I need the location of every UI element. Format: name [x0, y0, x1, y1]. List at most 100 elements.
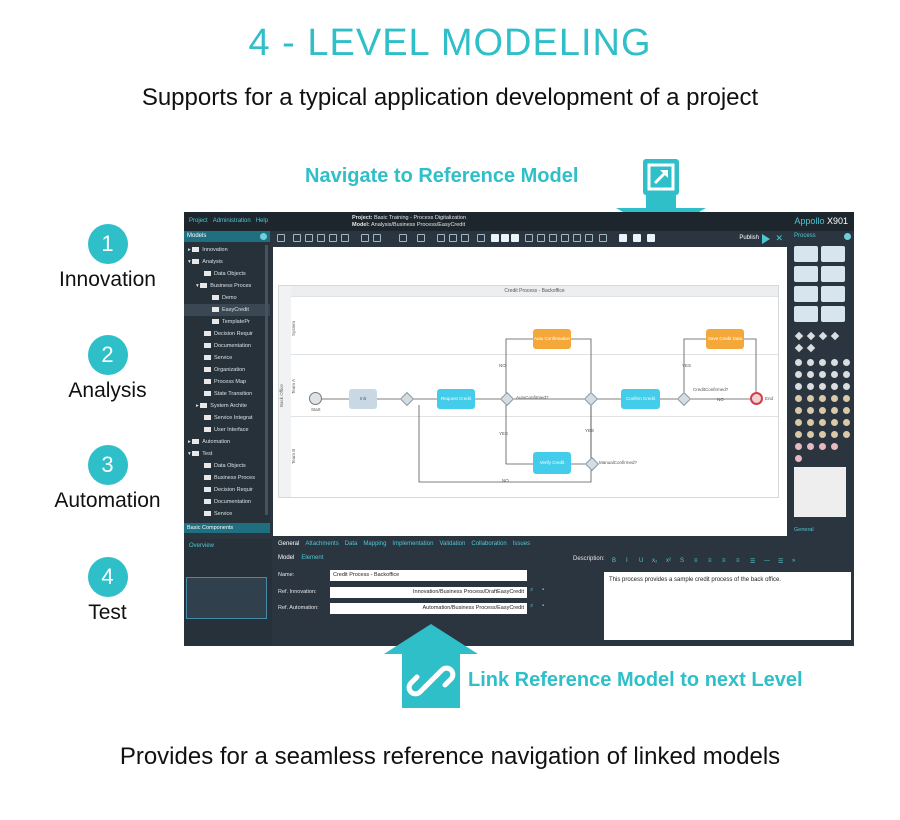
list-icon[interactable]: ☰	[750, 559, 756, 565]
palette-gateway[interactable]	[794, 343, 804, 353]
tree-item[interactable]: Data Objects	[184, 460, 270, 472]
subtab-element[interactable]: Element	[301, 555, 324, 561]
cut-icon[interactable]	[293, 234, 301, 242]
palette-event[interactable]	[831, 419, 838, 426]
align-left-icon[interactable]: ≡	[694, 558, 698, 564]
menu-administration[interactable]: Administration	[212, 218, 251, 224]
lane-team-b[interactable]	[291, 416, 778, 497]
image-icon[interactable]	[537, 234, 545, 242]
close-icon[interactable]: ✕	[775, 233, 783, 243]
menu-project[interactable]: Project	[189, 218, 208, 224]
italic-icon[interactable]: I	[626, 558, 628, 564]
task-verify-credit[interactable]: Verify Credit	[533, 452, 571, 474]
palette-task[interactable]	[821, 286, 845, 302]
palette-event[interactable]	[831, 407, 838, 414]
tree-item[interactable]: Service Integrat	[184, 412, 270, 424]
palette-event[interactable]	[795, 431, 802, 438]
palette-event[interactable]	[843, 395, 850, 402]
eraser-icon[interactable]	[619, 234, 627, 242]
ref-automation-field[interactable]: Automation/Business Process/EasyCredit	[330, 603, 527, 614]
tab-implementation[interactable]: Implementation	[392, 541, 434, 547]
tab-collaboration[interactable]: Collaboration	[471, 541, 507, 547]
subtab-model[interactable]: Model	[278, 555, 295, 561]
palette-event[interactable]	[807, 383, 814, 390]
frame-icon[interactable]	[399, 234, 407, 242]
justify-icon[interactable]: ≡	[736, 558, 740, 564]
reference-icon[interactable]	[633, 234, 641, 242]
tab-validation[interactable]: Validation	[439, 541, 466, 547]
tree-item[interactable]: Organization	[184, 364, 270, 376]
diagram-canvas[interactable]: Credit Process - Backoffice Back Office …	[273, 247, 787, 536]
palette-end-event[interactable]	[795, 443, 802, 450]
tree-item[interactable]: TemplatePr	[184, 316, 270, 328]
tree-item[interactable]: Service	[184, 352, 270, 364]
palette-event[interactable]	[843, 359, 850, 366]
tree-item[interactable]: ▾ Analysis	[188, 259, 223, 265]
search-icon[interactable]: ⌕	[530, 587, 534, 593]
tab-attachments[interactable]: Attachments	[305, 541, 339, 547]
subscript-icon[interactable]: x₂	[652, 558, 658, 564]
sidebar-scrollbar[interactable]	[265, 245, 268, 515]
tree-item[interactable]: ▸ Automation	[188, 439, 231, 445]
paste-icon[interactable]	[317, 234, 325, 242]
bpmn-pool[interactable]: Credit Process - Backoffice Back Office …	[278, 285, 779, 498]
align-center-icon[interactable]	[501, 234, 509, 242]
palette-task[interactable]	[821, 246, 845, 262]
tree-item[interactable]: User Interface	[184, 424, 270, 436]
palette-event[interactable]	[807, 359, 814, 366]
end-event[interactable]	[750, 392, 763, 405]
search-icon[interactable]: ⌕	[530, 603, 534, 609]
palette-event[interactable]	[843, 407, 850, 414]
palette-event[interactable]	[819, 359, 826, 366]
palette-pool[interactable]	[794, 467, 846, 517]
palette-event[interactable]	[819, 395, 826, 402]
tab-general[interactable]: General	[278, 541, 300, 547]
tree-item[interactable]: ▾ Test	[188, 451, 213, 457]
palette-event[interactable]	[843, 383, 850, 390]
palette-event[interactable]	[795, 383, 802, 390]
tree-item[interactable]: Documentation	[184, 340, 270, 352]
palette-event[interactable]	[831, 431, 838, 438]
palette-event[interactable]	[819, 383, 826, 390]
palette-event[interactable]	[795, 371, 802, 378]
palette-end-event[interactable]	[819, 443, 826, 450]
basic-components-tab[interactable]: Basic Components	[184, 523, 270, 533]
palette-event[interactable]	[795, 359, 802, 366]
tree-item[interactable]: ▸ Innovation	[188, 247, 228, 253]
collapse-icon[interactable]	[844, 233, 851, 240]
bold-icon[interactable]: B	[612, 558, 617, 564]
ref-innovation-field[interactable]: Innovation/Business Process/DraftEasyCre…	[330, 587, 527, 598]
palette-gateway[interactable]	[830, 331, 840, 341]
align-center-icon[interactable]: ≡	[708, 558, 712, 564]
palette-event[interactable]	[831, 383, 838, 390]
palette-task[interactable]	[794, 286, 818, 302]
shuffle-icon[interactable]	[573, 234, 581, 242]
palette-event[interactable]	[819, 407, 826, 414]
publish-button[interactable]: Publish	[739, 235, 759, 241]
palette-gateway[interactable]	[806, 343, 816, 353]
palette-event[interactable]	[795, 419, 802, 426]
zoom-in-icon[interactable]	[437, 234, 445, 242]
palette-event[interactable]	[807, 431, 814, 438]
collapse-icon[interactable]	[260, 233, 267, 240]
tree-item[interactable]: Process Map	[184, 376, 270, 388]
copy-icon[interactable]	[305, 234, 313, 242]
palette-event[interactable]	[843, 371, 850, 378]
palette-event[interactable]	[807, 407, 814, 414]
document-icon[interactable]	[525, 234, 533, 242]
lane-system[interactable]	[291, 296, 778, 354]
undo-icon[interactable]	[329, 234, 337, 242]
palette-event[interactable]	[819, 419, 826, 426]
task-init[interactable]: Init	[349, 389, 377, 409]
save-icon[interactable]	[277, 234, 285, 242]
more-icon[interactable]: »	[792, 558, 796, 564]
palette-task[interactable]	[794, 266, 818, 282]
redo-icon[interactable]	[341, 234, 349, 242]
tree-item[interactable]: ▾ Business Proces	[196, 283, 252, 289]
start-event[interactable]	[309, 392, 322, 405]
email-icon[interactable]	[549, 234, 557, 242]
link-icon[interactable]	[373, 234, 381, 242]
general-tab[interactable]: General	[790, 525, 854, 535]
fullscreen-icon[interactable]	[477, 234, 485, 242]
tab-issues[interactable]: Issues	[512, 541, 531, 547]
